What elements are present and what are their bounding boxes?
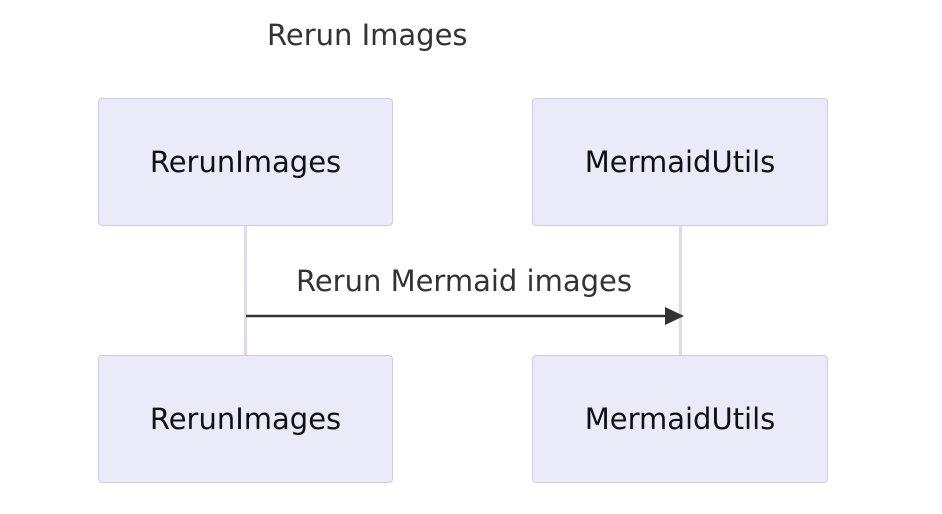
- actor-rerun-images-top: RerunImages: [98, 98, 393, 226]
- actor-label: RerunImages: [149, 402, 342, 436]
- actor-label: MermaidUtils: [584, 145, 776, 179]
- actor-mermaid-utils-top: MermaidUtils: [532, 98, 828, 226]
- diagram-title: Rerun Images: [267, 18, 468, 52]
- message-label: Rerun Mermaid images: [295, 264, 632, 298]
- lifeline-rerun-images: [244, 225, 247, 356]
- actor-rerun-images-bottom: RerunImages: [98, 355, 393, 483]
- lifeline-mermaid-utils: [679, 225, 682, 356]
- actor-mermaid-utils-bottom: MermaidUtils: [532, 355, 828, 483]
- actor-label: RerunImages: [149, 145, 342, 179]
- arrowhead-icon: [665, 307, 684, 325]
- actor-label: MermaidUtils: [584, 402, 776, 436]
